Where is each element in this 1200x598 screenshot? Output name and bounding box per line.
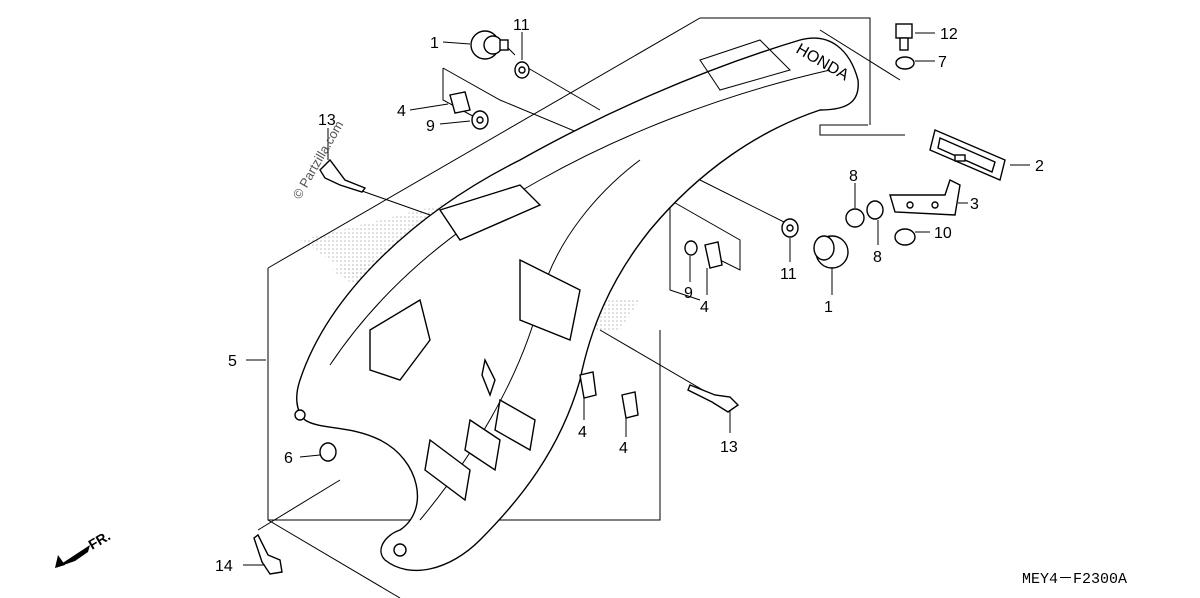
callout-9-upper: 9 <box>426 118 435 135</box>
nut-8-b <box>866 200 884 220</box>
callout-7: 7 <box>938 54 947 71</box>
callout-11-lower: 11 <box>780 266 797 283</box>
clip-nut-4-lower-b <box>621 391 639 419</box>
callout-10: 10 <box>934 225 952 242</box>
callout-4-upper: 4 <box>397 103 406 120</box>
callout-8-a: 8 <box>849 168 858 185</box>
grommet-6 <box>319 442 337 462</box>
nut-10 <box>894 228 916 246</box>
clip-nut-4-lower-a <box>579 371 597 399</box>
callout-13-upper: 13 <box>318 112 336 129</box>
front-label: FR. <box>86 527 114 552</box>
callout-4-lower-a: 4 <box>578 424 587 441</box>
callout-3: 3 <box>970 196 979 213</box>
bracket-3 <box>889 179 961 216</box>
reflector-lower <box>813 235 849 269</box>
callout-12: 12 <box>940 26 958 43</box>
callout-1-lower: 1 <box>824 299 833 316</box>
callout-13-lower: 13 <box>720 439 738 456</box>
bolt-14 <box>253 533 283 575</box>
diagram-code: MEY4－F2300A <box>1022 571 1127 588</box>
nut-8-a <box>845 208 865 228</box>
bolt-12 <box>895 23 913 51</box>
callout-2: 2 <box>1035 158 1044 175</box>
callout-4-lower-b: 4 <box>619 440 628 457</box>
nut-9-lower <box>684 240 698 256</box>
front-arrow-marker: FR. <box>55 527 113 568</box>
callouts: 1 1 2 3 4 4 4 4 5 6 7 8 8 9 9 10 11 11 1… <box>215 17 1044 575</box>
watermark-text: © Partzilla.com <box>290 118 347 201</box>
bolt-13-upper <box>319 158 367 193</box>
callout-1-upper: 1 <box>430 35 439 52</box>
callout-9-lower: 9 <box>684 285 693 302</box>
callout-4-mid: 4 <box>700 299 709 316</box>
clip-nut-4-mid <box>704 241 723 269</box>
callout-11-upper: 11 <box>513 17 530 34</box>
washer-11-upper <box>514 61 530 79</box>
callout-14: 14 <box>215 558 233 575</box>
callout-6: 6 <box>284 450 293 467</box>
washer-11-lower <box>781 218 799 238</box>
nut-9-upper <box>471 110 489 130</box>
bolt-13-lower <box>687 384 740 413</box>
rear-fender: HONDA <box>294 37 859 572</box>
leader-lines <box>243 32 1030 566</box>
callout-8-b: 8 <box>873 249 882 266</box>
clip-nut-4-upper <box>449 91 471 114</box>
reflector-upper <box>470 30 509 60</box>
license-light-2 <box>929 129 1006 181</box>
washer-7 <box>895 56 915 70</box>
callout-5: 5 <box>228 353 237 370</box>
